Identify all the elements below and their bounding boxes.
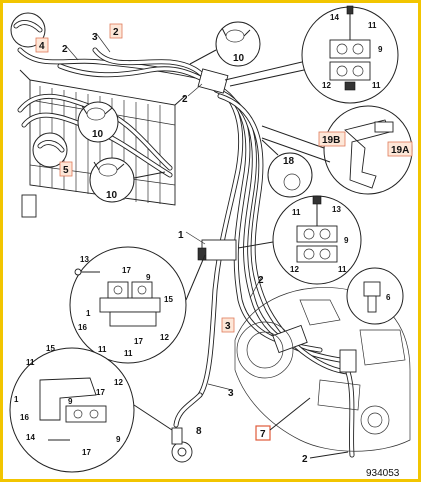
label-3-a: 3 <box>92 32 98 43</box>
label-11b-bracket: 11 <box>124 349 133 358</box>
label-12-mid: 12 <box>290 265 299 274</box>
label-9-bottom: 9 <box>68 397 73 406</box>
label-6: 6 <box>386 293 391 302</box>
callout-clip-18: 18 <box>261 139 313 198</box>
label-12-bracket: 12 <box>160 333 169 342</box>
label-13-mid: 13 <box>332 205 341 214</box>
label-17-bracket: 17 <box>122 266 131 275</box>
label-17-bottom: 17 <box>96 388 105 397</box>
label-1-bracket: 1 <box>86 309 91 318</box>
label-1-main: 1 <box>178 230 184 241</box>
label-11-bracket: 11 <box>98 345 107 354</box>
label-15-bottom: 15 <box>46 344 55 353</box>
label-3-b: 3 <box>225 321 231 332</box>
label-19a: 19A <box>391 145 409 156</box>
label-17b-bottom: 17 <box>82 448 91 457</box>
label-16-bracket: 16 <box>78 323 87 332</box>
label-11-bottom: 11 <box>26 358 35 367</box>
label-12-top: 12 <box>322 81 331 90</box>
label-13-bracket: 13 <box>80 255 89 264</box>
label-5: 5 <box>63 165 69 176</box>
label-9b-bottom: 9 <box>116 435 121 444</box>
label-19b: 19B <box>322 135 340 146</box>
callout-clip-10-top: 10 <box>189 21 261 67</box>
label-11-top-b: 11 <box>372 81 381 90</box>
banjo-fitting <box>171 427 193 463</box>
label-10-top: 10 <box>233 53 245 64</box>
callout-clip-10-lower: 10 <box>89 157 166 203</box>
callout-clamp-assembly-top: 14 11 9 12 11 <box>224 5 399 104</box>
label-2-a: 2 <box>62 44 68 55</box>
label-9-mid: 9 <box>344 236 349 245</box>
hose-clamps <box>197 68 308 354</box>
label-2-d: 2 <box>258 275 264 286</box>
label-11-top-a: 11 <box>368 21 377 30</box>
callout-bracket-assembly-bottom: 11 15 1 17 12 9 16 14 17 9 <box>9 344 173 473</box>
label-7: 7 <box>260 429 266 440</box>
leader-lines <box>65 32 263 391</box>
label-1-bottom: 1 <box>14 395 19 404</box>
label-2-b: 2 <box>113 27 119 38</box>
engine-block <box>234 287 411 452</box>
callout-clamp-assembly-middle: 11 13 9 12 11 <box>237 195 362 285</box>
label-14-top: 14 <box>330 13 339 22</box>
label-4: 4 <box>39 41 45 52</box>
label-2-c: 2 <box>182 94 188 105</box>
label-11-mid-b: 11 <box>338 265 347 274</box>
label-15-bracket: 15 <box>164 295 173 304</box>
label-8: 8 <box>196 426 202 437</box>
label-2-e: 2 <box>302 454 308 465</box>
callout-sensor-6: 6 <box>346 267 404 325</box>
label-10-lower: 10 <box>106 190 118 201</box>
label-9-top: 9 <box>378 45 383 54</box>
labels: 4 2 3 2 2 5 1 2 3 3 8 7 2 <box>35 23 349 465</box>
label-9-bracket: 9 <box>146 273 151 282</box>
callout-bracket-assembly-left: 13 17 9 15 1 16 11 17 12 11 <box>69 246 206 364</box>
label-11-mid-a: 11 <box>292 208 301 217</box>
label-18: 18 <box>283 156 295 167</box>
figure-number: 934053 <box>366 468 400 479</box>
label-16-bottom: 16 <box>20 413 29 422</box>
label-12-bottom: 12 <box>114 378 123 387</box>
label-14-bottom: 14 <box>26 433 35 442</box>
label-17b-bracket: 17 <box>134 337 143 346</box>
callout-bracket-19: 19B 19A <box>261 105 413 195</box>
label-3-c: 3 <box>228 388 234 399</box>
label-10-left: 10 <box>92 129 104 140</box>
callout-hose-5 <box>32 132 68 168</box>
callout-clip-10-left: 10 <box>77 101 119 143</box>
